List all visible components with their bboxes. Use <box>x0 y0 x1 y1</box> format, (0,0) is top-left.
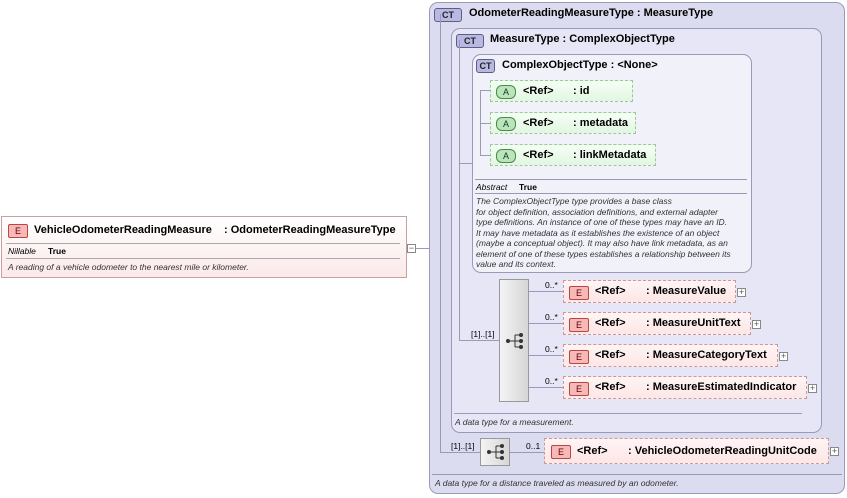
attribute-badge: A <box>496 85 516 99</box>
attribute-link-metadata[interactable]: A <Ref> : linkMetadata <box>490 144 656 166</box>
expand-icon[interactable]: + <box>808 383 817 393</box>
nillable-label: Nillable <box>8 246 36 256</box>
expand-icon[interactable]: + <box>830 446 839 456</box>
measure-sequence-cardinality: [1]..[1] <box>471 329 495 339</box>
element-ref: <Ref> <box>595 285 626 297</box>
attribute-badge: A <box>496 117 516 131</box>
element-ref: <Ref> <box>577 445 608 457</box>
element-cardinality: 0..* <box>545 344 558 354</box>
element-ref: <Ref> <box>595 381 626 393</box>
odometer-sequence-compositor[interactable] <box>480 438 510 466</box>
element-name: : MeasureCategoryText <box>646 349 767 361</box>
attribute-id[interactable]: A <Ref> : id <box>490 80 633 102</box>
element-badge: E <box>569 382 589 396</box>
collapse-toggle[interactable]: − <box>407 243 416 253</box>
odometer-type-description: A data type for a distance traveled as m… <box>435 478 679 488</box>
odometer-type-title: OdometerReadingMeasureType : MeasureType <box>469 7 714 19</box>
complex-object-type-title: ComplexObjectType : <None> <box>502 59 658 71</box>
element-name: : MeasureUnitText <box>646 317 741 329</box>
complex-type-icon: CT <box>434 8 462 22</box>
abstract-label: Abstract <box>476 182 508 192</box>
element-name: : MeasureEstimatedIndicator <box>646 381 797 393</box>
measure-sequence-compositor[interactable] <box>499 279 529 402</box>
element-measure-value[interactable]: E <Ref> : MeasureValue <box>563 280 736 303</box>
measure-type-title: MeasureType : ComplexObjectType <box>490 33 675 45</box>
element-measure-unit-text[interactable]: E <Ref> : MeasureUnitText <box>563 312 751 335</box>
element-name: : VehicleOdometerReadingUnitCode <box>628 445 817 457</box>
element-cardinality: 0..* <box>545 312 558 322</box>
element-badge: E <box>569 350 589 364</box>
root-element-name: VehicleOdometerReadingMeasure <box>34 224 212 236</box>
odometer-sequence-cardinality: [1]..[1] <box>451 441 475 451</box>
expand-icon[interactable]: + <box>779 351 788 361</box>
element-cardinality: 0..* <box>545 376 558 386</box>
sequence-icon <box>487 444 504 460</box>
element-badge: E <box>569 318 589 332</box>
attribute-ref: <Ref> <box>523 117 554 129</box>
attribute-ref: <Ref> <box>523 85 554 97</box>
complex-type-icon: CT <box>476 59 495 73</box>
element-badge: E <box>8 224 28 238</box>
element-ref: <Ref> <box>595 349 626 361</box>
element-cardinality: 0..1 <box>526 441 541 451</box>
expand-icon[interactable]: + <box>752 319 761 329</box>
attribute-ref: <Ref> <box>523 149 554 161</box>
attribute-name: : metadata <box>573 117 629 129</box>
attribute-name: : id <box>573 85 590 97</box>
root-element-description: A reading of a vehicle odometer to the n… <box>8 262 249 272</box>
attribute-name: : linkMetadata <box>573 149 647 161</box>
element-badge: E <box>551 445 571 459</box>
sequence-icon <box>506 333 523 349</box>
element-name: : MeasureValue <box>646 285 727 297</box>
root-element-type: : OdometerReadingMeasureType <box>224 224 396 236</box>
nillable-value: True <box>48 246 66 256</box>
element-badge: E <box>569 286 589 300</box>
attribute-metadata[interactable]: A <Ref> : metadata <box>490 112 636 134</box>
element-vehicle-odometer-reading-unit-code[interactable]: E <Ref> : VehicleOdometerReadingUnitCode <box>544 438 829 464</box>
attribute-badge: A <box>496 149 516 163</box>
element-measure-category-text[interactable]: E <Ref> : MeasureCategoryText <box>563 344 778 367</box>
expand-icon[interactable]: + <box>737 287 746 297</box>
abstract-value: True <box>519 182 537 192</box>
element-cardinality: 0..* <box>545 280 558 290</box>
element-ref: <Ref> <box>595 317 626 329</box>
complex-object-type-description: The ComplexObjectType type provides a ba… <box>476 196 731 269</box>
complex-type-icon: CT <box>456 34 484 48</box>
element-measure-estimated-indicator[interactable]: E <Ref> : MeasureEstimatedIndicator <box>563 376 807 399</box>
root-element-box[interactable]: E VehicleOdometerReadingMeasure : Odomet… <box>1 216 407 278</box>
measure-type-description: A data type for a measurement. <box>455 417 574 427</box>
